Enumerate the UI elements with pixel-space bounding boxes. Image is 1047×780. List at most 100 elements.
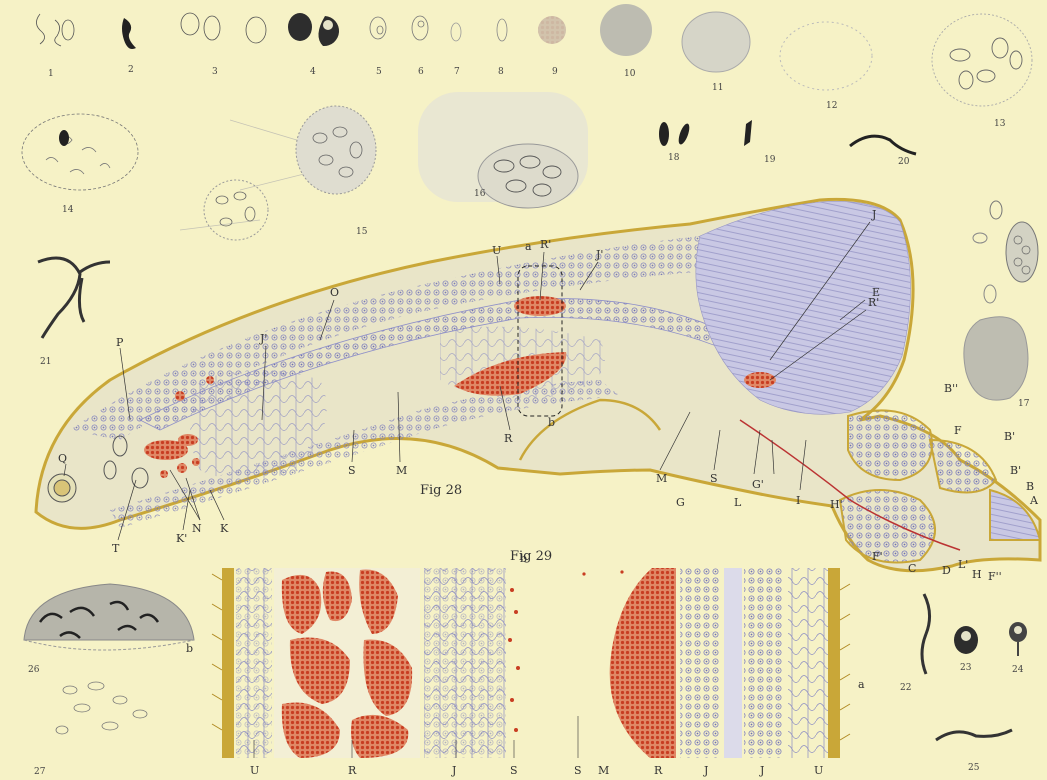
figure-number-25: 25 [968,763,980,773]
right-small-figures [973,201,1038,303]
label-F-double-prime: F'' [988,570,1002,583]
figure-29-right-panel [582,568,850,758]
label-R: R [504,432,513,445]
fig29-label-S: S [510,764,518,777]
fig29-label-R: R [348,764,357,777]
figure-number-23: 23 [960,663,972,673]
figure-20 [850,136,916,154]
figure-number-11: 11 [712,83,723,93]
figure-8 [497,19,507,41]
figure-29-title: Fig 29 [510,549,552,564]
fig29-label-J-3: J [759,764,764,777]
figure-6 [412,16,428,40]
label-B: B [1026,480,1034,493]
label-N: N [192,522,202,535]
label-U: U [492,244,501,257]
figure-number-20: 20 [898,157,910,167]
figure-19 [744,120,752,146]
label-J: J [871,208,876,221]
figure-number-15: 15 [356,227,368,237]
label-B-prime-2: B' [1010,464,1021,477]
fig29-label-U-2: U [814,764,823,777]
figure-4 [288,13,339,46]
figure-25 [936,730,1012,740]
label-K: K [220,522,229,535]
label-O: O [330,286,339,299]
label-I: I [796,494,800,507]
label-L-prime: L' [958,558,968,571]
label-J-prime: J' [595,248,603,261]
label-K-prime: K' [176,532,187,545]
figure-number-16: 16 [474,189,486,199]
label-M-2: M [656,472,667,485]
figure-number-8: 8 [498,67,504,77]
label-R-prime: R' [540,238,551,251]
figure-number-13: 13 [994,119,1006,129]
label-G: G [676,496,685,509]
figure-24 [1009,622,1027,656]
label-D: D [942,564,951,577]
label-L: L [734,496,742,509]
figure-number-3: 3 [212,67,218,77]
fig29-label-J: J [451,764,456,777]
figure-15 [180,106,376,240]
label-Q: Q [58,452,67,465]
figure-14 [22,114,138,190]
figure-number-21: 21 [40,357,51,367]
label-H: H [972,568,982,581]
figure-28-title: Fig 28 [420,483,462,498]
figure-11 [682,12,750,72]
fig29-label-U: U [250,764,259,777]
figure-13 [932,14,1032,106]
label-B-double-prime: B'' [944,382,958,395]
label-J-prime-2: J' [259,332,267,345]
label-G-prime: G' [752,478,764,491]
figure-21 [38,258,110,338]
figure-number-5: 5 [376,67,382,77]
figure-number-9: 9 [552,67,558,77]
figure-3 [181,13,266,43]
figure-number-17: 17 [1018,399,1030,409]
label-A: A [1029,494,1039,507]
label-a: a [525,240,532,253]
figure-12 [780,22,872,90]
figure-number-12: 12 [826,101,837,111]
figure-29-left-panel [212,568,520,758]
label-F-prime: F' [872,550,883,563]
label-F: F [954,424,962,437]
fig29-label-M: M [598,764,609,777]
figure-number-4: 4 [310,67,316,77]
label-b: b [548,416,555,429]
figure-2 [122,18,136,49]
figure-7 [451,23,461,41]
figure-17 [964,317,1028,400]
figure-number-19: 19 [764,155,776,165]
label-S-2: S [710,472,718,485]
figure-number-1: 1 [48,69,54,79]
figure-1 [36,14,74,46]
figure-28-section: U a R' J' J E R' J' O P Q T K' N K S M R… [36,199,1040,583]
fig29-label-S-2: S [574,764,582,777]
figure-number-24: 24 [1012,665,1024,675]
label-B-prime: B' [1004,430,1015,443]
figure-number-27: 27 [34,767,46,777]
figure-number-2: 2 [128,65,134,75]
figure-number-7: 7 [454,67,460,77]
figure-5 [370,17,386,39]
figure-18 [659,122,692,146]
fig29-label-J-2: J [703,764,708,777]
figure-16 [418,92,588,208]
figure-number-14: 14 [62,205,74,215]
figure-number-22: 22 [900,683,911,693]
figure-23 [954,626,978,654]
label-M: M [396,464,407,477]
figure-26 [24,584,194,650]
figure-10 [600,4,652,56]
figure-9 [538,16,566,44]
fig29-label-a: a [858,678,865,691]
label-S: S [348,464,356,477]
figure-26-label-b: b [186,642,193,655]
label-T: T [112,542,120,555]
figure-27 [56,682,147,734]
